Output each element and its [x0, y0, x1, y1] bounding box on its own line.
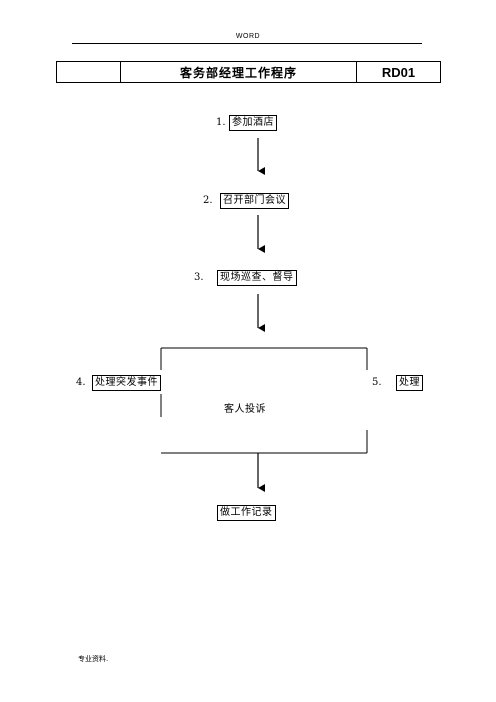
document-code: RD01 — [356, 61, 441, 83]
document-title: 客务部经理工作程序 — [120, 61, 357, 83]
step-1-box: 参加酒店 — [229, 115, 277, 131]
customer-complaint-label: 客人投诉 — [224, 404, 266, 415]
step-5-box: 处理 — [396, 375, 423, 391]
step-2-box: 召开部门会议 — [220, 193, 289, 209]
step-3-number: 3. — [194, 272, 204, 283]
branch-frame — [160, 347, 368, 454]
step-4-number: 4. — [76, 377, 86, 388]
step-3-box: 现场巡查、督导 — [217, 270, 297, 286]
work-record-box: 做工作记录 — [217, 505, 276, 521]
step-4-box: 处理突发事件 — [92, 375, 161, 391]
header-rule — [72, 43, 422, 44]
footer-note: 专业资料. — [78, 655, 109, 663]
title-table: 客务部经理工作程序 RD01 — [56, 61, 441, 83]
step-1-number: 1. — [216, 117, 226, 128]
step-2-number: 2. — [203, 195, 213, 206]
header-word: WORD — [235, 33, 261, 40]
step-5-number: 5. — [372, 377, 382, 388]
